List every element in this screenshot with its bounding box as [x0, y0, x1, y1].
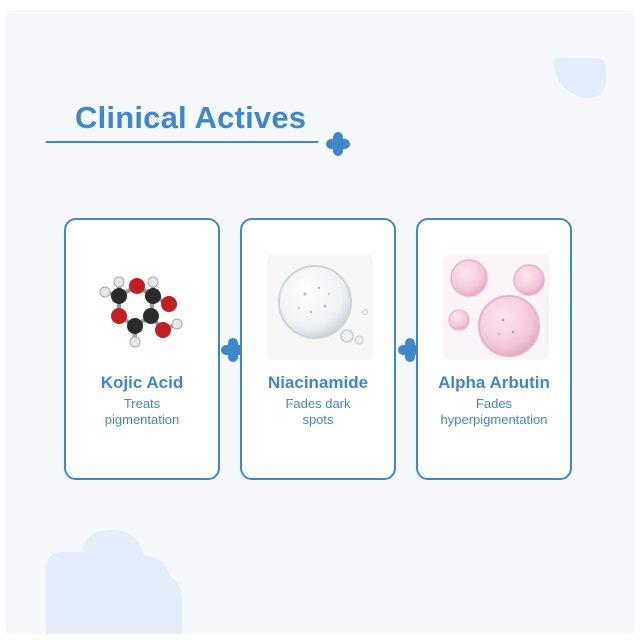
card-niacinamide: Niacinamide Fades dark spots [240, 218, 396, 480]
page-title: Clinical Actives [75, 100, 307, 135]
plus-icon [326, 132, 350, 156]
plus-icon [221, 338, 245, 362]
card-description: Treats pigmentation [104, 396, 180, 427]
molecule-icon [91, 254, 197, 360]
card-description: Fades dark spots [285, 396, 351, 427]
serum-drop-icon [267, 254, 373, 360]
page-background: Clinical Actives [6, 10, 634, 634]
title-underline [46, 141, 318, 143]
card-description: Fades hyperpigmentation [440, 396, 548, 427]
card-title: Kojic Acid [100, 373, 184, 392]
card-title: Niacinamide [267, 373, 369, 392]
pink-bubbles-icon [443, 254, 549, 360]
card-kojic-acid: Kojic Acid Treats pigmentation [64, 218, 220, 480]
card-alpha-arbutin: Alpha Arbutin Fades hyperpigmentation [416, 218, 572, 480]
decorative-cloud-bottom-left [46, 530, 182, 634]
decorative-cloud-top-right [554, 58, 606, 98]
card-title: Alpha Arbutin [438, 373, 550, 392]
